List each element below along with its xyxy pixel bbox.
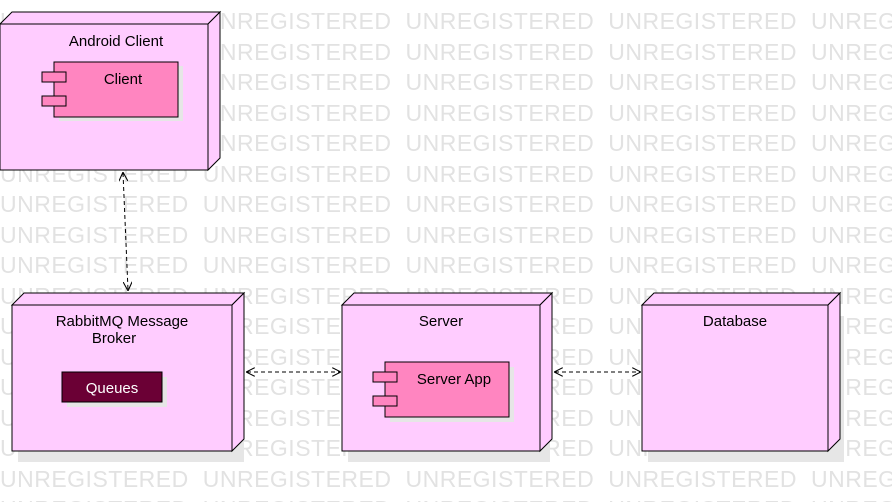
component-server-app[interactable]: Server App — [372, 361, 514, 422]
object-label: Queues — [86, 380, 139, 397]
component-client[interactable]: Client — [41, 61, 183, 121]
object-queues[interactable]: Queues — [61, 371, 167, 407]
node-title-line2: Broker — [92, 330, 136, 347]
node-title-line1: RabbitMQ Message — [56, 313, 189, 330]
node-title: Server — [419, 313, 463, 330]
component-port-icon — [41, 95, 67, 107]
node-database[interactable]: Database — [640, 291, 844, 462]
component-label: Client — [104, 71, 143, 88]
node-server[interactable]: Server Server App — [340, 291, 554, 462]
node-title: Database — [703, 313, 767, 330]
component-label: Server App — [417, 371, 491, 388]
node-title: Android Client — [69, 33, 164, 50]
node-rabbitmq-broker[interactable]: RabbitMQ Message Broker Queues — [10, 291, 246, 462]
component-port-icon — [372, 395, 398, 407]
connection-android-rabbitmq[interactable] — [123, 173, 128, 290]
node-android-client[interactable]: Android Client Client — [0, 10, 222, 172]
component-port-icon — [372, 371, 398, 383]
component-port-icon — [41, 71, 67, 83]
